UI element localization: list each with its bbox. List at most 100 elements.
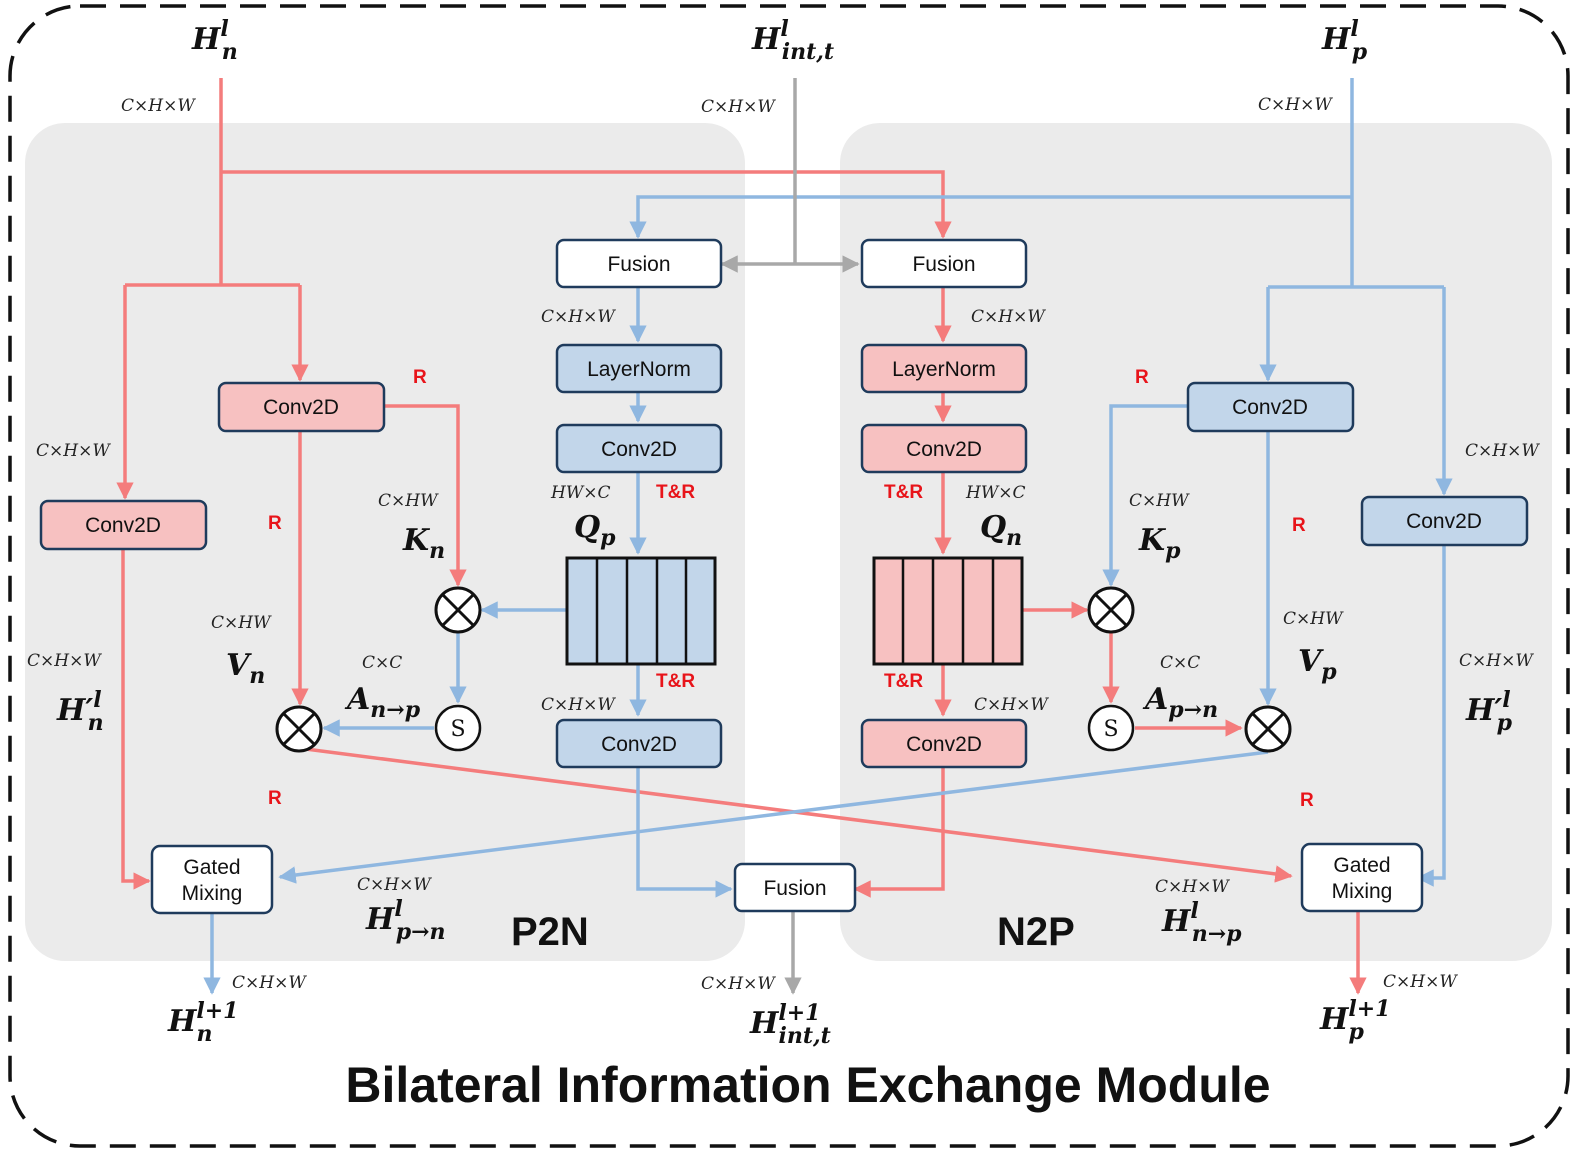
- tag-r-kp: R: [1135, 367, 1149, 388]
- layernorm-right-block: LayerNorm: [860, 343, 1028, 394]
- conv-q-left-label: Conv2D: [601, 438, 677, 461]
- conv-out-left-to-fusion-line: [636, 767, 733, 898]
- dim-qn: HW×C: [965, 483, 1026, 503]
- fusion-right-block: Fusion: [860, 238, 1028, 289]
- layernorm-left-block: LayerNorm: [555, 343, 723, 394]
- dim-skip-right-in: C×H×W: [1465, 441, 1540, 461]
- dim-hn-input: C×H×W: [121, 96, 196, 116]
- conv-skip-left-label: Conv2D: [85, 514, 161, 537]
- dim-hnp: C×H×W: [1155, 877, 1230, 897]
- dim-hint-out: C×H×W: [701, 974, 776, 994]
- vp-label: Vp: [1298, 644, 1337, 685]
- dim-skip-left-in: C×H×W: [36, 441, 111, 461]
- dimension-labels: C×H×W C×H×W C×H×W C×H×W C×H×W C×H×W C×H×…: [27, 95, 1540, 994]
- dim-hn-prime: C×H×W: [27, 651, 102, 671]
- dim-anp: C×C: [362, 653, 402, 673]
- conv-skip-left-block: Conv2D: [39, 499, 208, 551]
- conv-out-right-block: Conv2D: [860, 718, 1028, 769]
- fusion-bottom-label: Fusion: [763, 877, 826, 900]
- conv-out-left-label: Conv2D: [601, 733, 677, 756]
- reshape-tags: R R R R R R T&R T&R T&R T&R: [268, 367, 1314, 811]
- n2p-panel-label: N2P: [997, 910, 1075, 954]
- tag-r-hnp: R: [1300, 790, 1314, 811]
- conv-out-right-to-fusion-line: [853, 767, 945, 898]
- hp-to-fusion-left-line: [629, 195, 1352, 239]
- fusion-right-label: Fusion: [912, 253, 975, 276]
- tag-r-kn: R: [413, 367, 427, 388]
- conv-skip-right-label: Conv2D: [1406, 510, 1482, 533]
- apn-label: Ap→n: [1142, 682, 1218, 723]
- vn-label: Vn: [226, 648, 265, 689]
- conv-k-right-to-mult-line: [1102, 404, 1188, 587]
- tag-r-vn: R: [268, 513, 282, 534]
- conv-skip-to-gated-line: [121, 548, 151, 890]
- dim-kn: C×HW: [378, 491, 439, 511]
- dim-apn: C×C: [1160, 653, 1200, 673]
- tag-tr-qp-top: T&R: [656, 482, 695, 503]
- p2n-panel-label: P2N: [511, 910, 589, 954]
- conv-k-left-label: Conv2D: [263, 396, 339, 419]
- hn-to-fusion-right-line: [221, 170, 952, 239]
- conv-k-left-block: Conv2D: [217, 381, 386, 433]
- conv-skip-right-to-gated-line: [1416, 544, 1446, 887]
- layernorm-right-label: LayerNorm: [892, 358, 996, 381]
- conv-k-right-block: Conv2D: [1186, 381, 1355, 433]
- qn-label: Qn: [980, 510, 1022, 551]
- gated-mixing-right-block: Gated Mixing: [1300, 842, 1424, 913]
- qp-label: Qp: [574, 510, 616, 551]
- dim-hn-out: C×H×W: [232, 973, 307, 993]
- qp-stack: [565, 556, 717, 666]
- conv-skip-right-block: Conv2D: [1360, 495, 1529, 547]
- mult-kq-right-icon: [1087, 586, 1135, 634]
- conv-out-right-label: Conv2D: [906, 733, 982, 756]
- dim-hp-out: C×H×W: [1383, 972, 1458, 992]
- hpn-cross-line: [278, 750, 1269, 884]
- softmax-left-label: S: [450, 717, 465, 742]
- dim-hpn: C×H×W: [357, 875, 432, 895]
- qn-stack: [872, 556, 1024, 666]
- dim-qp: HW×C: [550, 483, 611, 503]
- layernorm-left-label: LayerNorm: [587, 358, 691, 381]
- dim-hint-input: C×H×W: [701, 97, 776, 117]
- anp-label: An→p: [344, 682, 421, 723]
- dim-vn: C×HW: [211, 613, 272, 633]
- gated-mixing-left-block: Gated Mixing: [150, 844, 274, 915]
- kp-label: Kp: [1138, 523, 1181, 564]
- dim-fusion-right-out: C×H×W: [971, 307, 1046, 327]
- softmax-right-icon: S: [1087, 704, 1135, 752]
- softmax-right-label: S: [1103, 717, 1118, 742]
- conv-q-right-label: Conv2D: [906, 438, 982, 461]
- conv-q-left-block: Conv2D: [555, 423, 723, 474]
- gated-right-line2: Mixing: [1332, 880, 1393, 903]
- dim-conv-out-right: C×H×W: [974, 695, 1049, 715]
- tag-r-hpn: R: [268, 788, 282, 809]
- module-title: Bilateral Information Exchange Module: [345, 1057, 1270, 1113]
- conv-out-left-block: Conv2D: [555, 718, 723, 769]
- fusion-bottom-block: Fusion: [733, 862, 857, 913]
- dim-hp-input: C×H×W: [1258, 95, 1333, 115]
- gated-left-line2: Mixing: [182, 882, 243, 905]
- conv-q-right-block: Conv2D: [860, 423, 1028, 474]
- module-frame: [8, 4, 1570, 1148]
- kn-label: Kn: [402, 523, 445, 564]
- conv-k-to-mult-line: [384, 404, 467, 587]
- gated-left-line1: Gated: [183, 856, 240, 879]
- softmax-left-icon: S: [434, 704, 482, 752]
- tag-tr-qp-bottom: T&R: [656, 671, 695, 692]
- mult-av-right-icon: [1244, 705, 1292, 753]
- dim-conv-out-left: C×H×W: [541, 695, 616, 715]
- mult-av-left-icon: [275, 705, 323, 753]
- gated-right-line1: Gated: [1333, 854, 1390, 877]
